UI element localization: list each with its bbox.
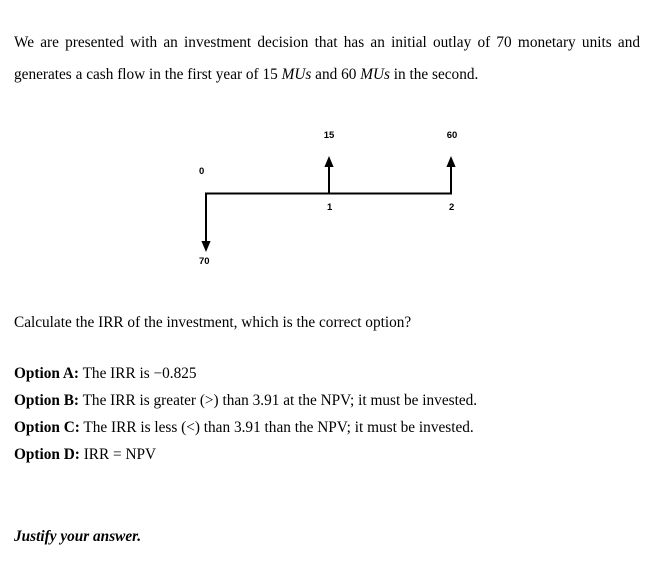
diagram-label-outflow-year0: 70 [199, 256, 210, 267]
intro-paragraph: We are presented with an investment deci… [14, 27, 640, 91]
outflow-year0-arrowhead-down-icon [201, 241, 211, 252]
option-c-tag: Option C: [14, 419, 80, 436]
inflow-year1-arrowhead-up-icon [324, 156, 334, 167]
question-text: Calculate the IRR of the investment, whi… [14, 314, 412, 332]
cash-flow-timeline-diagram: 15 60 0 1 2 70 [0, 118, 653, 283]
option-d-tag: Option D: [14, 446, 80, 463]
diagram-label-period-0: 0 [199, 166, 205, 177]
intro-text-part2: and 60 [311, 66, 361, 84]
intro-text-part3: in the second. [389, 66, 479, 84]
option-c-text: The IRR is less (<) than 3.91 than the N… [79, 419, 474, 436]
options-list: Option A: The IRR is −0.825 Option B: Th… [14, 360, 640, 468]
option-row-a[interactable]: Option A: The IRR is −0.825 [14, 360, 640, 387]
diagram-label-inflow-year1: 15 [323, 130, 335, 141]
diagram-label-inflow-year2: 60 [446, 130, 458, 141]
justify-instruction: Justify your answer. [14, 528, 142, 545]
option-row-d[interactable]: Option D: IRR = NPV [14, 441, 640, 468]
intro-text-part1: We are presented with an investment deci… [14, 34, 640, 84]
option-row-b[interactable]: Option B: The IRR is greater (>) than 3.… [14, 387, 640, 414]
inflow-year2-arrowhead-up-icon [446, 156, 456, 167]
option-row-c[interactable]: Option C: The IRR is less (<) than 3.91 … [14, 414, 640, 441]
timeline-svg [201, 156, 456, 252]
diagram-label-period-2: 2 [449, 202, 455, 213]
intro-italic-mus-1: MUs [281, 66, 312, 84]
intro-italic-mus-2: MUs [360, 66, 390, 84]
option-a-tag: Option A: [14, 365, 80, 382]
diagram-label-period-1: 1 [327, 202, 333, 213]
option-b-tag: Option B: [14, 392, 80, 409]
option-b-text: The IRR is greater (>) than 3.91 at the … [79, 392, 478, 409]
option-d-text: IRR = NPV [79, 446, 157, 463]
option-a-text: The IRR is −0.825 [79, 365, 197, 382]
